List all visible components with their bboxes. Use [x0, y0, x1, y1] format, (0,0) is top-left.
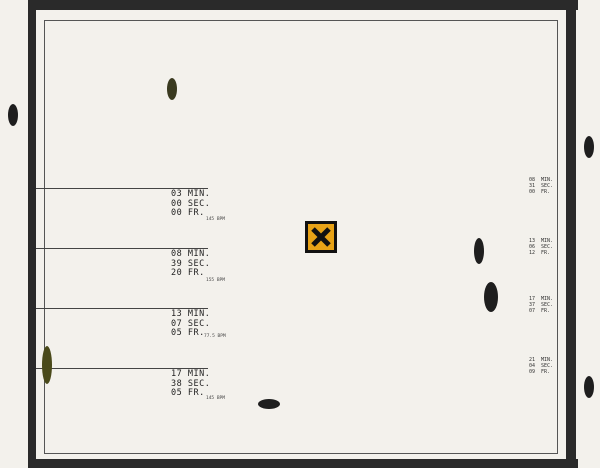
beetle-icon	[474, 238, 484, 264]
left-frame	[28, 0, 36, 468]
cue-bpm: 155 BPM	[206, 278, 225, 283]
cue-time: 08 MIN.39 SEC.20 FR.	[171, 249, 211, 278]
cue-time: 13 MIN.07 SEC.05 FR.	[171, 309, 211, 338]
cue-bpm: 145 BPM	[206, 396, 225, 401]
cue-line	[36, 368, 208, 369]
cue-time: 03 MIN.00 SEC.00 FR.	[171, 189, 211, 218]
right-cue: 13 MIN.06 SEC.12 FR.	[529, 238, 554, 256]
cue-line	[36, 308, 208, 309]
inner-border	[44, 20, 558, 454]
beetle-icon	[258, 399, 280, 409]
beetle-icon	[484, 282, 498, 312]
beetle-icon	[167, 78, 177, 100]
right-cue: 08 MIN.31 SEC.00 FR.	[529, 177, 554, 195]
beetle-icon	[584, 136, 594, 158]
top-frame	[28, 0, 578, 10]
cue-bpm: 145 BPM	[206, 217, 225, 222]
cue-bpm: 77.5 BPM	[204, 334, 226, 339]
bottom-frame	[28, 459, 578, 468]
beetle-icon	[8, 104, 18, 126]
beetle-icon	[42, 346, 52, 384]
cue-line	[36, 188, 208, 189]
right-cue: 21 MIN.04 SEC.09 FR.	[529, 357, 554, 375]
right-cue: 17 MIN.37 SEC.07 FR.	[529, 296, 554, 314]
hazard-x-icon	[305, 221, 337, 253]
cue-time: 17 MIN.38 SEC.05 FR.	[171, 369, 211, 398]
beetle-icon	[584, 376, 594, 398]
right-frame	[566, 0, 576, 468]
cue-line	[36, 248, 208, 249]
